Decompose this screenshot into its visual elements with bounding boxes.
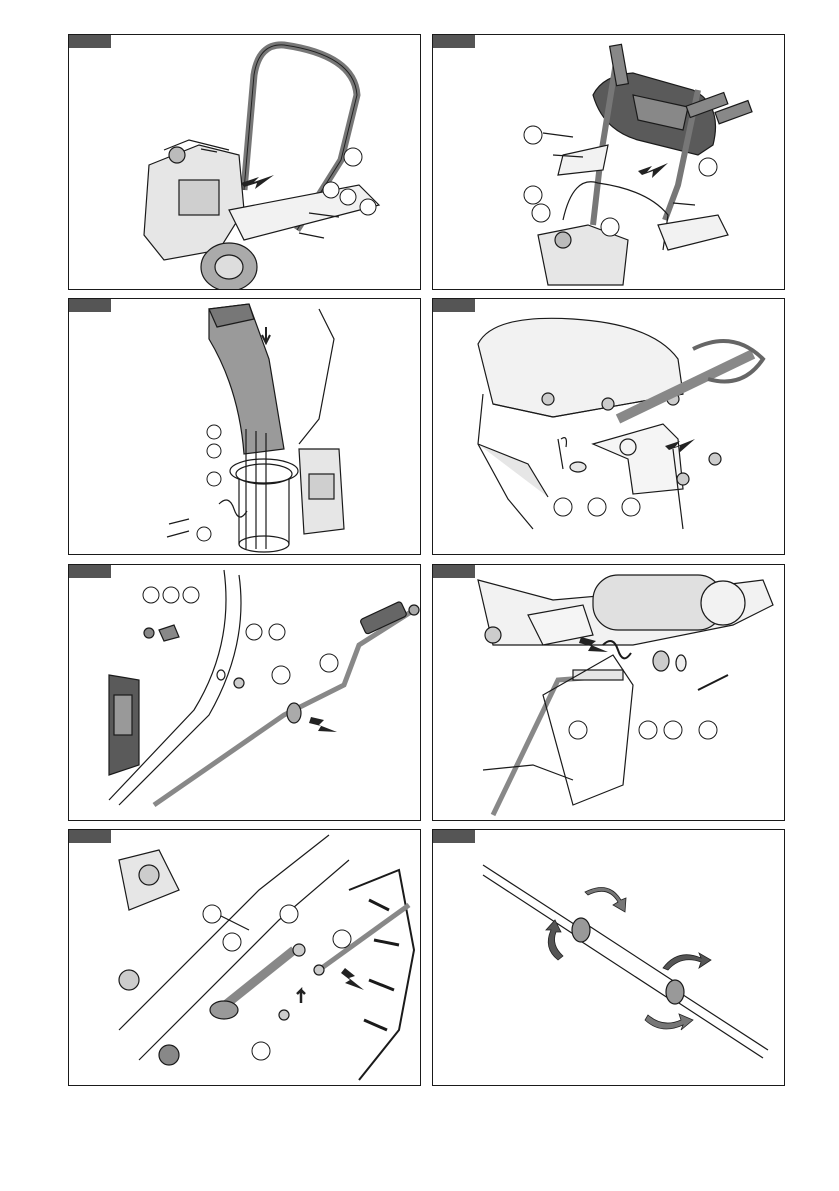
callout-circle-icon [639, 721, 657, 739]
panel-handle-assembly [68, 34, 421, 290]
rod-coupling-turn-illustration [433, 830, 785, 1086]
callout-circle-icon [272, 666, 290, 684]
callout-circle-icon [252, 1042, 270, 1060]
callout-circle-icon [532, 204, 550, 222]
arrow-icon [297, 990, 305, 1003]
panel-drive-shaft-pin [432, 298, 785, 555]
chute-assembly-illustration [69, 299, 421, 555]
control-console-illustration [433, 35, 785, 290]
callout-circle-icon [143, 587, 159, 603]
arrow-icon [309, 717, 337, 732]
callout-circle-icon [207, 444, 221, 458]
arrow-icon [341, 968, 364, 990]
callout-circle-icon [622, 498, 640, 516]
callout-circle-icon [664, 721, 682, 739]
panel-lever-linkage [68, 829, 421, 1086]
callout-circle-icon [340, 189, 356, 205]
drive-shaft-pin-illustration [433, 299, 785, 555]
callout-circle-icon [203, 905, 221, 923]
panel-control-console [432, 34, 785, 290]
callout-circle-icon [554, 498, 572, 516]
arrow-icon [262, 327, 270, 343]
callout-circle-icon [588, 498, 606, 516]
panel-spring-linkage [432, 564, 785, 821]
callout-circle-icon [223, 933, 241, 951]
callout-circle-icon [360, 199, 376, 215]
crank-rod-illustration [69, 565, 421, 821]
callout-circle-icon [601, 218, 619, 236]
callout-circle-icon [269, 624, 285, 640]
callout-circle-icon [333, 930, 351, 948]
callout-circle-icon [163, 587, 179, 603]
lever-linkage-illustration [69, 830, 421, 1086]
spring-linkage-illustration [433, 565, 785, 821]
panel-crank-rod [68, 564, 421, 821]
callout-circle-icon [280, 905, 298, 923]
arrow-icon [638, 163, 668, 178]
callout-circle-icon [699, 721, 717, 739]
panel-rod-coupling-turn [432, 829, 785, 1086]
callout-circle-icon [699, 158, 717, 176]
callout-circle-icon [524, 126, 542, 144]
callout-circle-icon [569, 721, 587, 739]
callout-circle-icon [183, 587, 199, 603]
callout-circle-icon [207, 425, 221, 439]
callout-circle-icon [344, 148, 362, 166]
callout-circle-icon [246, 624, 262, 640]
callout-circle-icon [524, 186, 542, 204]
callout-circle-icon [207, 472, 221, 486]
panel-chute-assembly [68, 298, 421, 555]
callout-circle-icon [197, 527, 211, 541]
handle-assembly-illustration [69, 35, 421, 290]
callout-circle-icon [320, 654, 338, 672]
callout-circle-icon [323, 182, 339, 198]
